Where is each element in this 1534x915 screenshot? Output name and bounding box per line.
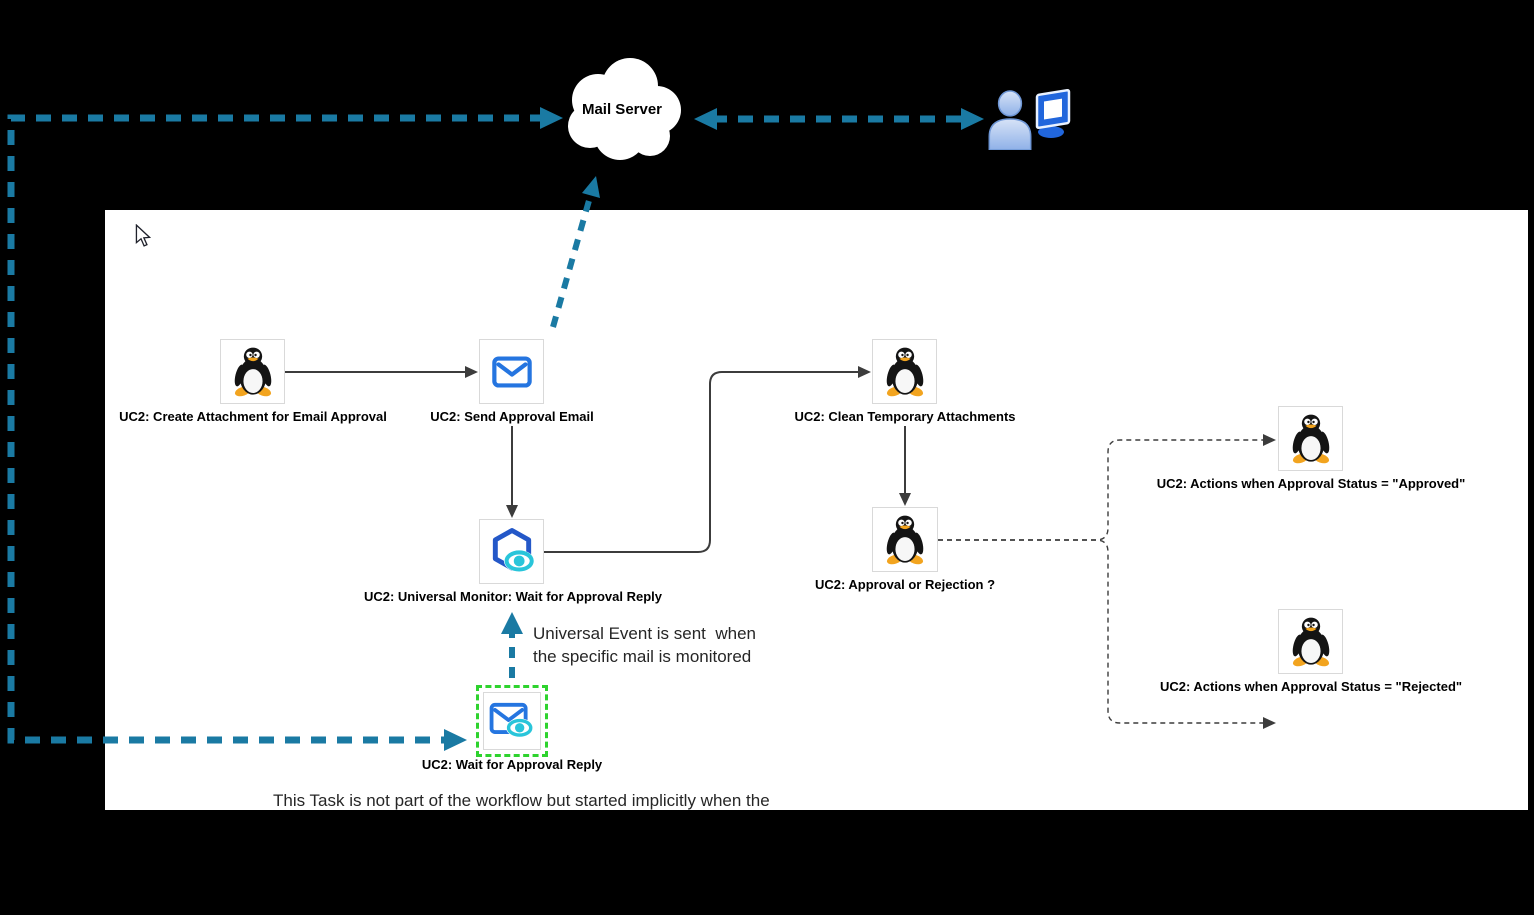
node-create-attachment[interactable]: [220, 339, 285, 404]
node-actions-approved-label: UC2: Actions when Approval Status = "App…: [1156, 476, 1466, 491]
envelope-icon: [491, 354, 533, 390]
tux-icon: [1287, 413, 1335, 464]
tux-icon: [881, 514, 929, 565]
universal-event-note-line1: Universal Event is sent when: [533, 624, 756, 643]
node-send-approval-email[interactable]: [479, 339, 544, 404]
node-create-attachment-label: UC2: Create Attachment for Email Approva…: [119, 409, 387, 424]
mouse-cursor: [135, 224, 151, 247]
tux-icon: [229, 346, 277, 397]
node-actions-approved[interactable]: [1278, 406, 1343, 471]
tux-icon: [881, 346, 929, 397]
wait-approval-inner-box: [483, 692, 541, 750]
hexagon-eye-monitor-icon: [486, 526, 538, 578]
tux-icon: [1287, 616, 1335, 667]
node-approval-or-rejection[interactable]: [872, 507, 938, 572]
node-universal-monitor-label: UC2: Universal Monitor: Wait for Approva…: [363, 589, 663, 604]
node-wait-approval-reply[interactable]: [476, 685, 548, 757]
node-actions-rejected-label: UC2: Actions when Approval Status = "Rej…: [1159, 679, 1463, 694]
node-wait-approval-reply-label: UC2: Wait for Approval Reply: [421, 757, 603, 772]
node-send-approval-email-label: UC2: Send Approval Email: [430, 409, 594, 424]
node-clean-attachments-label: UC2: Clean Temporary Attachments: [794, 409, 1016, 424]
workflow-canvas: [105, 210, 1528, 810]
mail-server-label: Mail Server: [581, 101, 663, 118]
node-actions-rejected[interactable]: [1278, 609, 1343, 674]
envelope-eye-icon: [489, 701, 535, 741]
implicit-task-note: This Task is not part of the workflow bu…: [273, 791, 770, 810]
node-universal-monitor[interactable]: [479, 519, 544, 584]
node-clean-attachments[interactable]: [872, 339, 937, 404]
user-icon[interactable]: [986, 90, 1034, 150]
node-approval-or-rejection-label: UC2: Approval or Rejection ?: [814, 577, 996, 592]
universal-event-note-line2: the specific mail is monitored: [533, 647, 752, 666]
app-window-icon[interactable]: [1030, 82, 1076, 140]
